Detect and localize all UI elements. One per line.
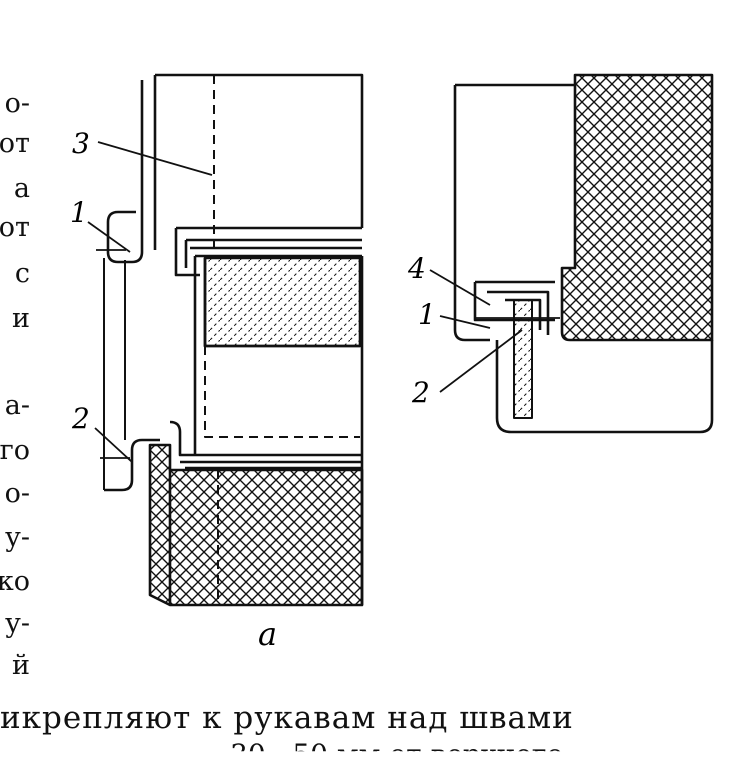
right-fabric-fill bbox=[560, 73, 714, 342]
lining-stitch bbox=[204, 346, 360, 438]
text-fragment: й bbox=[12, 650, 30, 681]
label-4: 4 bbox=[407, 252, 426, 285]
figure-label-a: а bbox=[258, 615, 277, 653]
leader-4 bbox=[429, 269, 491, 306]
cut-text-line: 30...50 мм от верхнего bbox=[230, 738, 564, 771]
text-fragment: о- bbox=[4, 478, 30, 509]
right-layer-b bbox=[487, 290, 550, 335]
interlining-insert bbox=[203, 256, 362, 348]
text-fragment: с bbox=[14, 258, 30, 289]
leader-1-left bbox=[87, 221, 131, 253]
label-1-left: 1 bbox=[70, 196, 88, 229]
bottom-text-line: икрепляют к рукавам над швами bbox=[0, 700, 574, 736]
upper-part-fold bbox=[106, 80, 144, 264]
text-fragment: а bbox=[13, 173, 30, 204]
right-seam-diagram bbox=[429, 73, 714, 434]
label-2-left: 2 bbox=[71, 402, 90, 435]
lower-layer-1 bbox=[169, 420, 362, 457]
right-bottom-flap bbox=[495, 340, 714, 434]
lower-fold bbox=[104, 438, 160, 492]
figure-page: о- от а от с и а- го о- у- ко у- й bbox=[0, 73, 714, 751]
leader-2-left bbox=[94, 427, 133, 463]
text-fragment: от bbox=[0, 128, 30, 159]
left-seam-diagram bbox=[87, 73, 364, 607]
right-plain-left bbox=[453, 85, 490, 342]
text-fragment: от bbox=[0, 212, 30, 243]
leader-3 bbox=[97, 141, 213, 176]
text-fragment: го bbox=[0, 435, 30, 466]
label-1-right: 1 bbox=[418, 298, 436, 331]
right-insert bbox=[513, 299, 533, 419]
text-fragment: ко bbox=[0, 566, 30, 597]
lower-fabric-fill bbox=[148, 443, 364, 607]
label-2-right: 2 bbox=[411, 376, 430, 409]
text-fragment: о- bbox=[4, 88, 30, 119]
text-fragment: и bbox=[12, 303, 30, 334]
leader-2-right bbox=[439, 329, 523, 393]
joint-layer-2 bbox=[174, 228, 200, 277]
seam-diagrams: 3 1 2 4 1 2 а bbox=[70, 73, 714, 653]
text-fragment: а- bbox=[4, 390, 30, 421]
label-3: 3 bbox=[72, 127, 90, 160]
leader-1-right bbox=[439, 315, 491, 329]
text-fragment: у- bbox=[4, 522, 30, 553]
text-fragment: у- bbox=[4, 608, 30, 639]
upper-part-outline bbox=[155, 73, 364, 228]
